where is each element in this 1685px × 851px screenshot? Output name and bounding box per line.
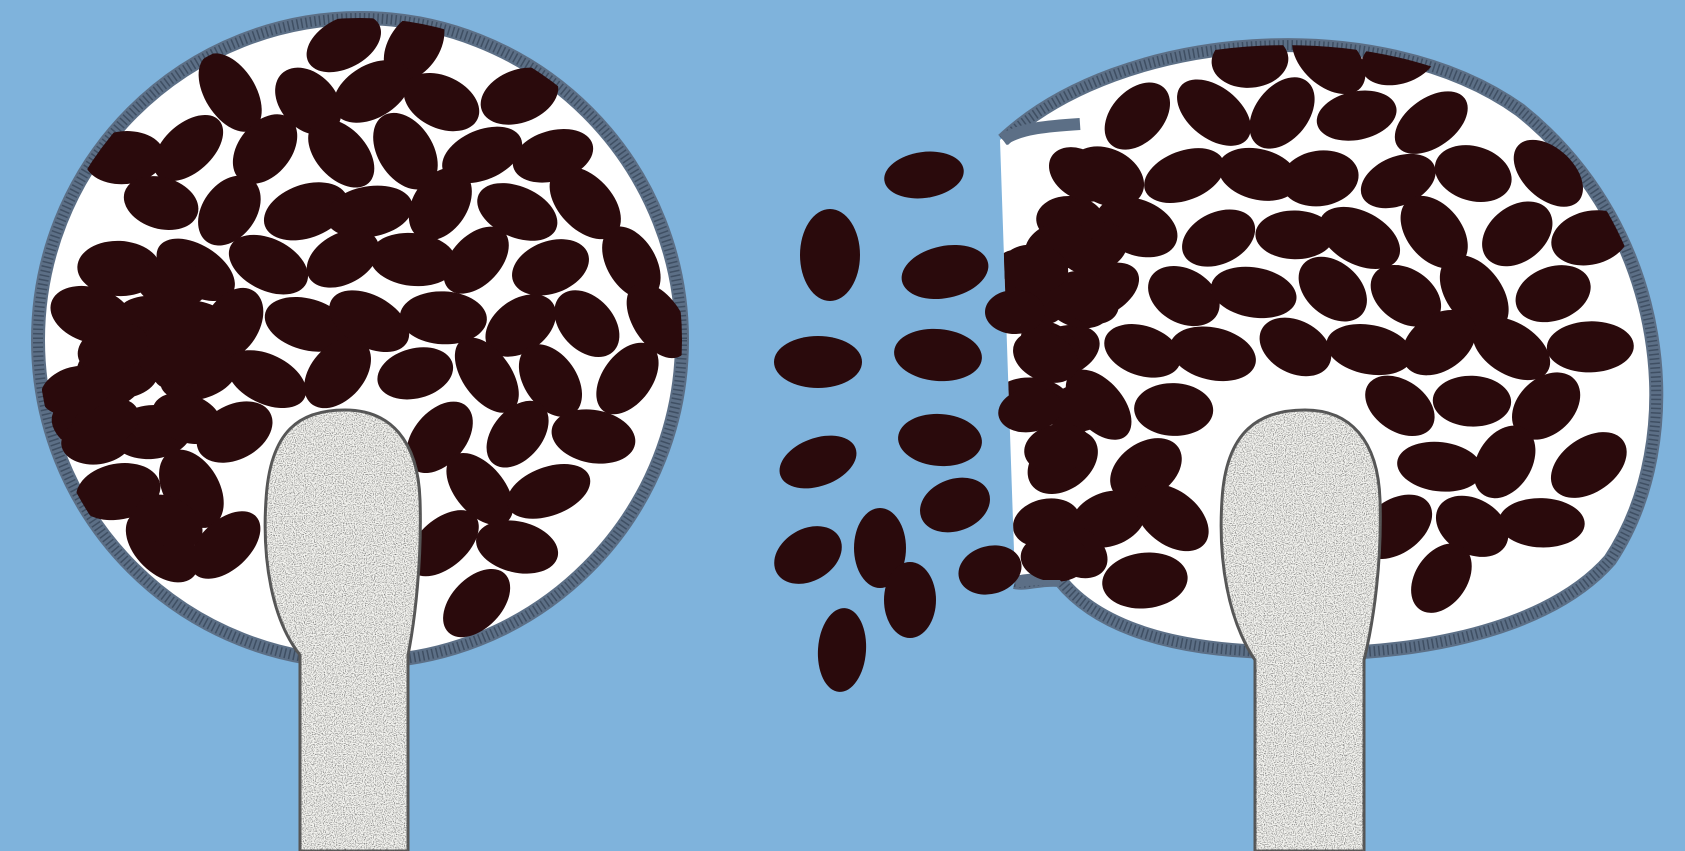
spore — [772, 426, 864, 498]
spore — [884, 562, 936, 638]
columella-left — [265, 410, 420, 851]
spore — [800, 209, 860, 301]
spore — [774, 336, 862, 388]
ruptured-sporangium — [984, 10, 1657, 851]
spore — [881, 147, 967, 204]
intact-sporangium — [35, 0, 701, 851]
spore — [897, 237, 994, 306]
spore — [892, 325, 984, 384]
spore — [985, 290, 1045, 334]
spore — [815, 606, 869, 693]
columella-right — [1221, 410, 1380, 851]
spore — [764, 514, 852, 595]
spore — [912, 468, 997, 541]
spore — [896, 411, 983, 469]
